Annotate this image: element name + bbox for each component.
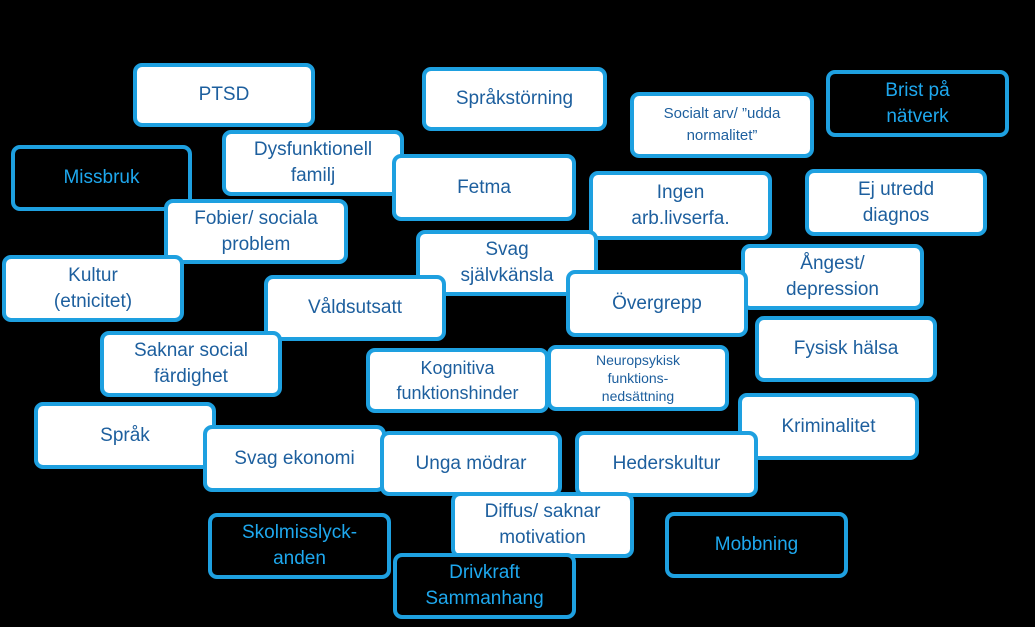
box-unga-modrar-label: Unga mödrar (415, 452, 527, 474)
box-mobbning-label: Mobbning (714, 534, 799, 556)
box-hederskultur-label: Hederskultur (612, 453, 721, 475)
box-overgrepp-label: Övergrepp (612, 292, 702, 314)
box-fysisk-halsa: Fysisk hälsa (755, 316, 937, 382)
box-kognitiva: Kognitiva funktionshinder (366, 348, 549, 413)
box-drivkraft-label: Drivkraft Sammanhang (425, 562, 544, 609)
box-socialt-arv-label: Socialt arv/ ”udda normalitet” (663, 105, 781, 144)
box-saknar-social: Saknar social färdighet (100, 331, 282, 397)
box-ingen-arb: Ingen arb.livserfa. (589, 171, 772, 240)
box-kultur-label: Kultur (etnicitet) (53, 264, 133, 312)
box-fetma: Fetma (392, 154, 576, 221)
box-mobbning: Mobbning (665, 512, 848, 578)
box-kognitiva-label: Kognitiva funktionshinder (396, 358, 519, 403)
box-missbruk-label: Missbruk (63, 167, 140, 189)
box-sprakstorning: Språkstörning (422, 67, 607, 131)
box-fetma-label: Fetma (457, 176, 511, 198)
box-ej-utredd-label: Ej utredd diagnos (857, 178, 935, 226)
box-svag-sjalvkansla-label: Svag självkänsla (460, 239, 554, 286)
box-angest: Ångest/ depression (741, 244, 924, 310)
box-ptsd: PTSD (133, 63, 315, 127)
box-sprakstorning-label: Språkstörning (455, 88, 574, 110)
box-skolmisslyckanden: Skolmisslyck-anden (208, 513, 391, 579)
box-neuropsykisk: Neuropsykisk funktions-nedsättning (547, 345, 729, 411)
box-brist-natverk-label: Brist på nätverk (885, 79, 950, 127)
box-unga-modrar: Unga mödrar (380, 431, 562, 496)
box-neuropsykisk-label: Neuropsykisk funktions-nedsättning (595, 351, 681, 405)
box-ingen-arb-label: Ingen arb.livserfa. (631, 181, 730, 229)
box-dysfunktionell-familj: Dysfunktionell familj (222, 130, 404, 196)
box-dysfunktionell-familj-label: Dysfunktionell familj (253, 139, 373, 186)
box-sprak-label: Språk (100, 424, 150, 446)
box-kriminalitet-label: Kriminalitet (781, 415, 876, 437)
box-missbruk: Missbruk (11, 145, 192, 211)
box-socialt-arv: Socialt arv/ ”udda normalitet” (630, 92, 814, 158)
box-brist-natverk: Brist på nätverk (826, 70, 1009, 137)
box-overgrepp: Övergrepp (566, 270, 748, 337)
box-drivkraft: Drivkraft Sammanhang (393, 553, 576, 619)
box-valdsutsatt-label: Våldsutsatt (308, 297, 402, 319)
box-fobier-label: Fobier/ sociala problem (194, 207, 318, 255)
box-fysisk-halsa-label: Fysisk hälsa (793, 338, 899, 360)
box-ptsd-label: PTSD (198, 84, 250, 106)
box-svag-sjalvkansla: Svag självkänsla (416, 230, 598, 296)
box-valdsutsatt: Våldsutsatt (264, 275, 446, 341)
box-hederskultur: Hederskultur (575, 431, 758, 497)
box-svag-ekonomi: Svag ekonomi (203, 425, 386, 492)
box-svag-ekonomi-label: Svag ekonomi (234, 447, 355, 469)
box-sprak: Språk (34, 402, 216, 469)
box-angest-label: Ångest/ depression (786, 253, 879, 300)
box-saknar-social-label: Saknar social färdighet (133, 340, 249, 387)
box-skolmisslyckanden-label: Skolmisslyck-anden (241, 522, 358, 569)
box-kriminalitet: Kriminalitet (738, 393, 919, 460)
box-kultur: Kultur (etnicitet) (2, 255, 184, 322)
box-fobier: Fobier/ sociala problem (164, 199, 348, 264)
box-diffus-label: Diffus/ saknar motivation (484, 501, 601, 548)
box-ej-utredd: Ej utredd diagnos (805, 169, 987, 236)
box-diffus: Diffus/ saknar motivation (451, 492, 634, 558)
